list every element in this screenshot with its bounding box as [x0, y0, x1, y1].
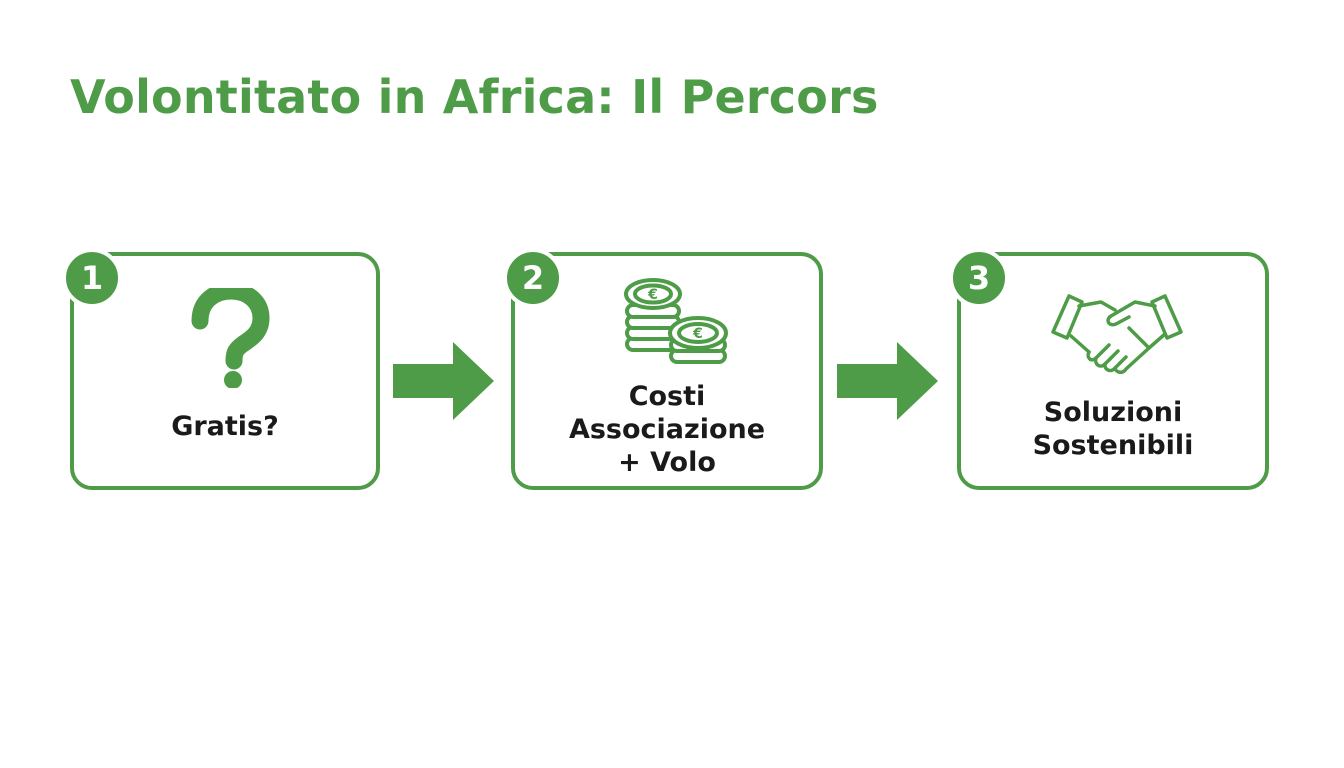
step-label-line: Associazione: [568, 414, 766, 445]
euro-coins-icon: € €: [624, 278, 728, 364]
step-number-badge-3: 3: [949, 248, 1009, 308]
page-title: Volontitato in Africa: Il Percors: [70, 70, 879, 124]
step-number-badge-2: 2: [503, 248, 563, 308]
step-label-line: Soluzioni: [1043, 397, 1183, 428]
svg-text:€: €: [647, 287, 658, 303]
step-card-3: Soluzioni Sostenibili: [957, 252, 1269, 490]
arrow-right-icon: [837, 342, 938, 420]
step-label: Soluzioni Sostenibili: [961, 396, 1265, 462]
step-label: Gratis?: [74, 410, 376, 443]
question-mark-icon: [191, 288, 270, 388]
handshake-icon: [1051, 294, 1183, 374]
step-label-line: Sostenibili: [1032, 430, 1194, 461]
step-label: Costi Associazione + Volo: [515, 380, 819, 479]
step-label-line: Costi: [628, 381, 706, 412]
svg-text:€: €: [692, 326, 703, 342]
step-label-line: + Volo: [618, 447, 716, 478]
arrow-right-icon: [393, 342, 494, 420]
step-label-line: Gratis?: [171, 411, 279, 442]
step-card-1: Gratis?: [70, 252, 380, 490]
step-card-2: € € Costi Associazione + Volo: [511, 252, 823, 490]
step-number-badge-1: 1: [62, 248, 122, 308]
